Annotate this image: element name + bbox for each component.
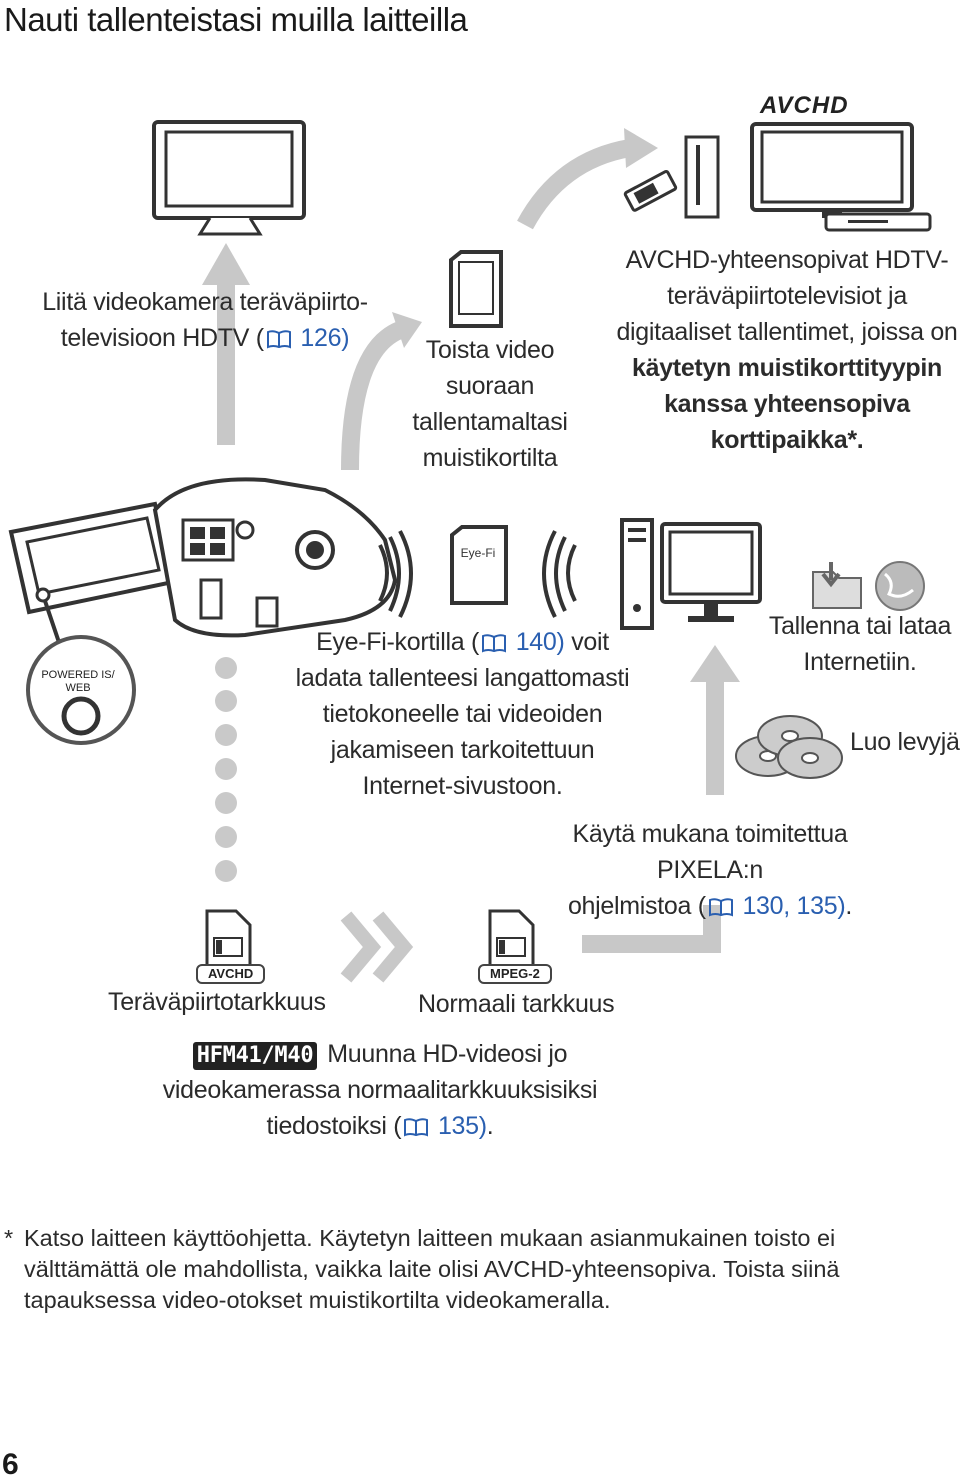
model-badge: HFM41/M40	[192, 1042, 318, 1070]
discs-icon	[735, 715, 843, 779]
play-line4: muistikortilta	[422, 444, 558, 472]
convert-text: HFM41/M40 Muunna HD-videosi jo videokamer…	[150, 1036, 610, 1144]
eyefi-line1-post: voit	[564, 628, 609, 656]
avchd-devices-text: AVCHD-yhteensopivat HDTV- teräväpiirtote…	[612, 242, 960, 458]
avchd-tag: AVCHD	[196, 964, 266, 984]
wireless-icon	[378, 525, 577, 618]
avchd-line6: korttipaikka*.	[710, 426, 864, 454]
dot	[215, 724, 237, 746]
normal-quality-label: Normaali tarkkuus	[418, 990, 615, 1018]
eyefi-card-label: Eye-Fi	[460, 546, 496, 560]
footnote: Katso laitteen käyttöohjetta. Käytetyn l…	[24, 1223, 954, 1316]
eyefi-line3: tietokoneelle tai videoiden	[322, 700, 603, 728]
avchd-line4: käytetyn muistikorttityypin	[631, 354, 943, 382]
pixela-line2-post: .	[845, 892, 853, 920]
footnote-mark: *	[4, 1225, 14, 1251]
dot	[215, 826, 237, 848]
book-icon	[482, 634, 507, 653]
avchd-line1: AVCHD-yhteensopivat HDTV-	[625, 246, 949, 274]
page-title: Nauti tallenteistasi muilla laitteilla	[4, 1, 468, 38]
book-icon	[266, 330, 291, 349]
folder-globe-icons	[812, 561, 925, 611]
pixela-text: Käytä mukana toimitettua PIXELA:n ohjelm…	[520, 816, 900, 924]
hdtv-connect-line2: televisioon HDTV (	[60, 324, 264, 352]
convert-line2: videokamerassa normaalitarkkuuksisiksi	[162, 1076, 598, 1104]
play-line2: suoraan	[445, 372, 535, 400]
play-line3: tallentamaltasi	[412, 408, 568, 436]
hdtv-connect-ref: 126)	[300, 324, 350, 352]
avchd-logo: AVCHD	[760, 92, 849, 119]
avchd-line2: teräväpiirtotelevisiot ja	[667, 282, 907, 310]
pixela-line2-pre: ohjelmistoa (	[567, 892, 706, 920]
hdtv-connect-line1: Liitä videokamera teräväpiirto-	[42, 288, 368, 316]
create-discs-text: Luo levyjä	[850, 728, 960, 756]
avchd-line5: kanssa yhteensopiva	[664, 390, 910, 418]
mpeg2-tag: MPEG-2	[478, 964, 552, 984]
double-chevron-icon	[340, 911, 414, 983]
pixela-ref: 130, 135)	[742, 892, 846, 920]
dot	[215, 792, 237, 814]
dot	[215, 758, 237, 780]
play-line1: Toista video	[425, 336, 555, 364]
footnote-line1: Katso laitteen käyttöohjetta. Käytetyn l…	[24, 1225, 836, 1251]
eyefi-line4: jakamiseen tarkoitettuun	[330, 736, 595, 764]
camcorder-icon	[8, 477, 398, 745]
button-label-line2: WEB	[65, 682, 91, 694]
save-upload-line1: Tallenna tai lataa	[768, 612, 952, 640]
book-icon	[708, 898, 733, 917]
computer-icon	[620, 518, 762, 630]
avchd-tv-icon	[750, 122, 932, 232]
hdtv-connect-text: Liitä videokamera teräväpiirto- televisi…	[40, 284, 370, 356]
save-upload-text: Tallenna tai lataa Internetiin.	[765, 608, 955, 680]
dot	[215, 690, 237, 712]
hd-quality-label: Teräväpiirtotarkkuus	[108, 988, 326, 1016]
sd-card-icon	[449, 250, 503, 328]
powered-is-web-button[interactable]: POWERED IS/ WEB	[36, 669, 120, 695]
play-from-card-text: Toista video suoraan tallentamaltasi mui…	[400, 332, 580, 476]
avchd-file-icon	[205, 909, 252, 968]
mpeg2-file-icon	[488, 909, 535, 968]
dot	[215, 657, 237, 679]
pixela-line1: Käytä mukana toimitettua PIXELA:n	[572, 820, 848, 884]
convert-ref: 135)	[437, 1112, 487, 1140]
save-upload-line2: Internetiin.	[803, 648, 917, 676]
page-number: 6	[2, 1448, 19, 1481]
avchd-line3: digitaaliset tallentimet, joissa on	[616, 318, 958, 346]
convert-line3-pre: tiedostoiksi (	[266, 1112, 402, 1140]
eyefi-line5: Internet-sivustoon.	[362, 772, 563, 800]
eyefi-line1-pre: Eye-Fi-kortilla (	[316, 628, 480, 656]
card-slot-recorder-icon	[623, 135, 720, 219]
footnote-line2: välttämättä ole mahdollista, vaikka lait…	[24, 1256, 840, 1282]
button-label-line1: POWERED IS/	[41, 669, 115, 681]
convert-line1: Muunna HD-videosi jo	[327, 1040, 568, 1068]
dot	[215, 860, 237, 882]
hdtv-icon	[152, 120, 306, 236]
convert-line3-post: .	[486, 1112, 494, 1140]
eyefi-line2: ladata tallenteesi langattomasti	[295, 664, 630, 692]
footnote-line3: tapauksessa video-otokset muistikortilta…	[24, 1287, 611, 1313]
book-icon	[404, 1118, 429, 1137]
eyefi-ref: 140)	[515, 628, 565, 656]
eyefi-text: Eye-Fi-kortilla ( 140) voit ladata talle…	[290, 624, 635, 804]
